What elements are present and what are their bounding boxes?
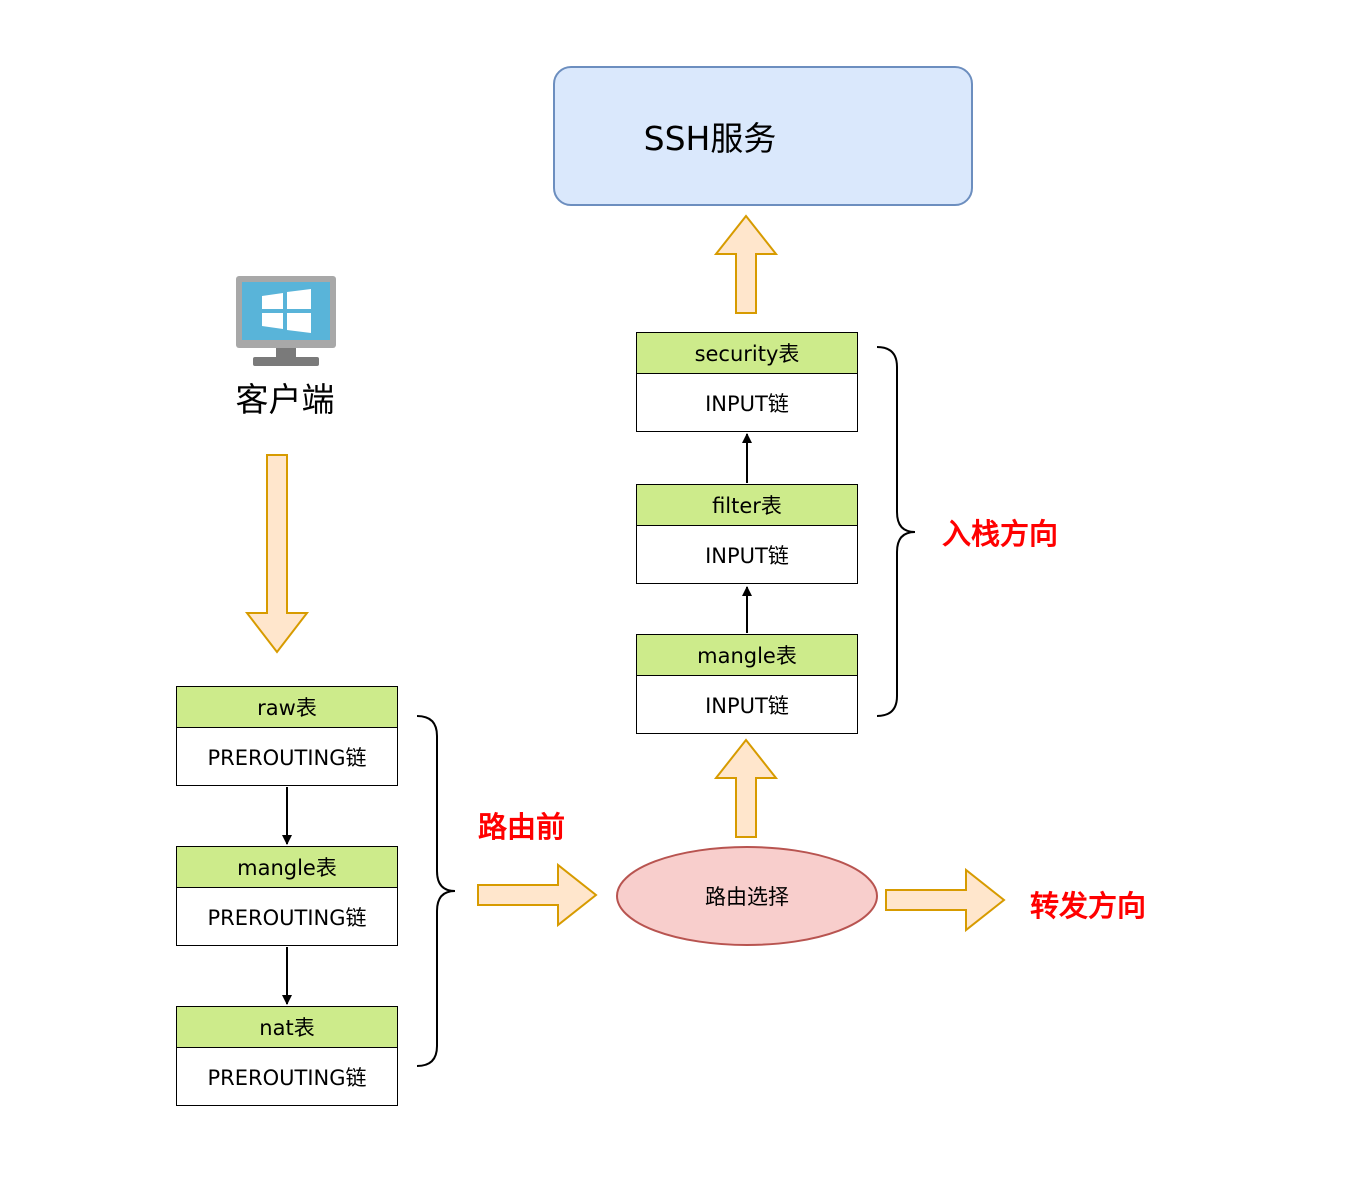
input-up-block-arrow <box>713 214 779 314</box>
routing-decision-label: 路由选择 <box>705 885 789 909</box>
routing-up-block-arrow <box>713 738 779 838</box>
table-name: raw表 <box>177 687 397 728</box>
mangle-input-table: mangle表 INPUT链 <box>636 634 858 734</box>
ssh-server-label: SSH服务 <box>643 119 777 158</box>
chain-name: INPUT链 <box>705 391 789 416</box>
table-name: security表 <box>637 333 857 374</box>
forward-right-block-arrow <box>885 867 1006 933</box>
table-name: nat表 <box>177 1007 397 1048</box>
prerouting-right-block-arrow <box>477 862 598 928</box>
nat-prerouting-table: nat表 PREROUTING链 <box>176 1006 398 1106</box>
raw-prerouting-table: raw表 PREROUTING链 <box>176 686 398 786</box>
routing-decision-ellipse <box>616 846 878 946</box>
chain-name: PREROUTING链 <box>207 745 367 770</box>
security-input-table: security表 INPUT链 <box>636 332 858 432</box>
filter-input-table: filter表 INPUT链 <box>636 484 858 584</box>
chain-name: PREROUTING链 <box>207 1065 367 1090</box>
forward-direction-label: 转发方向 <box>1030 889 1147 923</box>
ssh-server-box <box>553 66 973 206</box>
chain-name: INPUT链 <box>705 543 789 568</box>
client-down-block-arrow <box>244 454 310 654</box>
chain-name: INPUT链 <box>705 693 789 718</box>
mangle-prerouting-table: mangle表 PREROUTING链 <box>176 846 398 946</box>
input-brace <box>876 346 916 717</box>
before-routing-label: 路由前 <box>478 810 566 844</box>
table-name: filter表 <box>637 485 857 526</box>
client-label: 客户端 <box>235 380 335 419</box>
table-name: mangle表 <box>177 847 397 888</box>
prerouting-brace <box>416 715 456 1067</box>
table-name: mangle表 <box>637 635 857 676</box>
inbound-direction-label: 入栈方向 <box>942 517 1059 551</box>
windows-monitor-icon <box>236 276 336 366</box>
chain-name: PREROUTING链 <box>207 905 367 930</box>
